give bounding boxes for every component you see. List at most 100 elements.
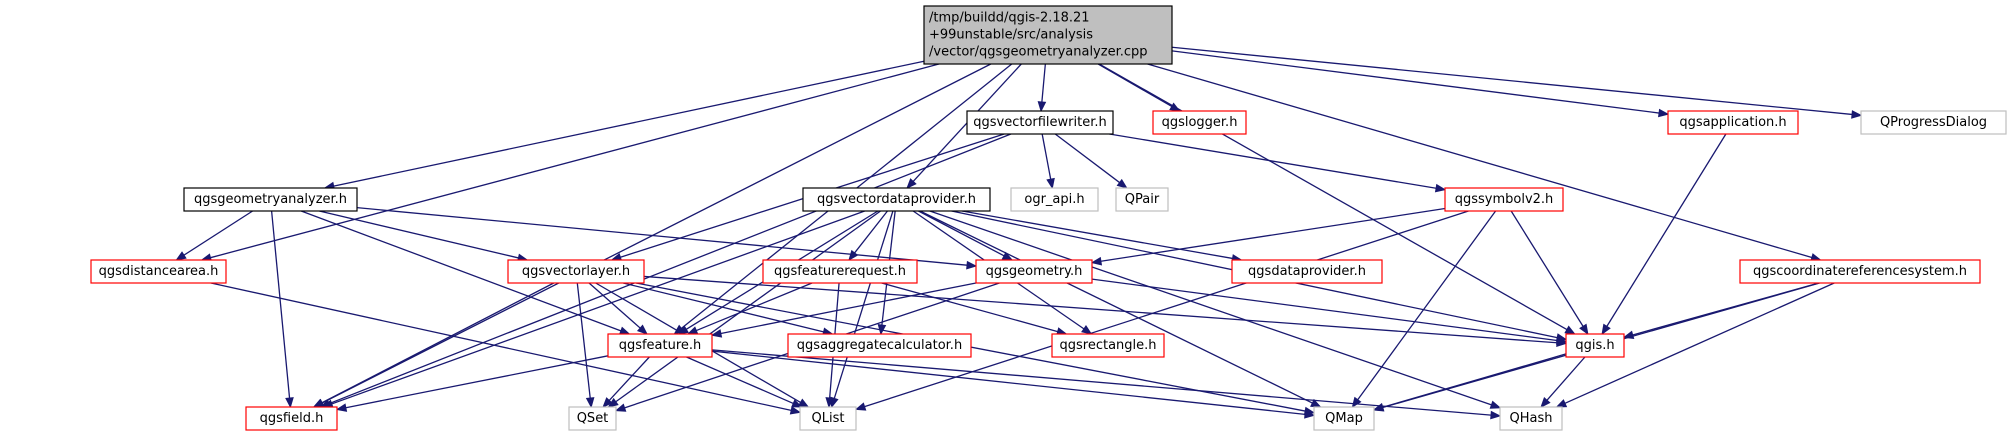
node-qpair[interactable]: QPair [1115, 187, 1169, 212]
edge-geometryanalyzer-to-vectorlayer [319, 210, 519, 259]
node-qlist[interactable]: QList [799, 406, 857, 431]
arrowhead-vectorlayer-to-feature [636, 324, 648, 335]
arrowhead-feature-to-qlist [791, 399, 803, 408]
node-label-root-line-3: /vector/qgsgeometryanalyzer.cpp [929, 45, 1148, 60]
node-vectorfilewriter[interactable]: qgsvectorfilewriter.h [966, 110, 1114, 135]
node-box-root[interactable] [923, 5, 1173, 65]
node-box-geometry[interactable] [975, 259, 1093, 284]
node-box-vectorlayer[interactable] [507, 259, 645, 284]
arrowhead-qgis-to-qmap [1372, 402, 1385, 412]
node-box-qmap[interactable] [1313, 406, 1375, 431]
arrowhead-featurerequest-to-feature [686, 326, 699, 335]
node-vectorlayer[interactable]: qgsvectorlayer.h [507, 259, 645, 284]
dependency-edges [175, 46, 1863, 420]
arrowhead-vectorlayer-to-qset [585, 397, 595, 409]
node-logger[interactable]: qgslogger.h [1152, 110, 1247, 135]
node-dataprovider[interactable]: qgsdataprovider.h [1231, 259, 1383, 284]
node-label-feature: qgsfeature.h [619, 338, 702, 353]
node-qprogressdialog[interactable]: QProgressDialog [1860, 110, 2007, 135]
node-box-application[interactable] [1667, 110, 1799, 135]
node-box-distancearea[interactable] [90, 259, 227, 284]
node-symbolv2[interactable]: qgssymbolv2.h [1444, 187, 1564, 212]
node-label-dataprovider: qgsdataprovider.h [1248, 264, 1366, 279]
arrowhead-geometry-to-feature [710, 329, 723, 338]
arrowhead-vectorlayer-to-qlist [797, 398, 810, 408]
node-box-vectordataprovider[interactable] [802, 187, 991, 212]
node-box-crs[interactable] [1739, 259, 1981, 284]
edge-vectorlayer-to-field [321, 282, 555, 404]
node-box-dataprovider[interactable] [1231, 259, 1383, 284]
node-box-vectorfilewriter[interactable] [966, 110, 1114, 135]
node-box-field[interactable] [245, 406, 338, 431]
node-box-qlist[interactable] [799, 406, 857, 431]
arrowhead-symbolv2-to-geometry [1090, 256, 1103, 266]
node-label-distancearea: qgsdistancearea.h [99, 264, 219, 279]
node-crs[interactable]: qgscoordinatereferencesystem.h [1739, 259, 1981, 284]
node-qset[interactable]: QSet [568, 406, 617, 431]
node-root[interactable]: /tmp/buildd/qgis-2.18.21+99unstable/src/… [923, 5, 1173, 65]
arrowhead-qgis-to-qhash [1540, 396, 1551, 409]
node-box-ograpi[interactable] [1010, 187, 1099, 212]
node-label-qprogressdialog: QProgressDialog [1880, 115, 1987, 130]
node-label-qgis: qgis.h [1575, 338, 1614, 353]
edge-root-to-geometryanalyzer [333, 60, 925, 187]
node-ograpi[interactable]: ogr_api.h [1010, 187, 1099, 212]
node-rectangle[interactable]: qgsrectangle.h [1051, 333, 1165, 358]
edge-vectorfilewriter-to-qpair [1054, 133, 1120, 184]
edge-root-to-crs [1147, 63, 1813, 259]
edge-root-to-vectorfilewriter [1041, 63, 1046, 103]
node-qgis[interactable]: qgis.h [1565, 333, 1625, 358]
node-box-rectangle[interactable] [1051, 333, 1165, 358]
arrowhead-vectordataprovider-to-featurerequest [848, 249, 859, 262]
node-box-feature[interactable] [607, 333, 713, 358]
node-qhash[interactable]: QHash [1499, 406, 1563, 431]
edge-feature-to-qset [608, 356, 650, 401]
edge-vectordataprovider-to-qhash [929, 210, 1492, 406]
arrowhead-vectorfilewriter-to-symbolv2 [1434, 183, 1447, 193]
node-label-aggregatecalc: qgsaggregatecalculator.h [797, 338, 962, 353]
node-featurerequest[interactable]: qgsfeaturerequest.h [762, 259, 918, 284]
node-box-qhash[interactable] [1499, 406, 1563, 431]
node-application[interactable]: qgsapplication.h [1667, 110, 1799, 135]
edge-vectorlayer-to-qgis [643, 275, 1558, 344]
edge-feature-to-field [345, 355, 609, 409]
node-box-qprogressdialog[interactable] [1860, 110, 2007, 135]
node-box-featurerequest[interactable] [762, 259, 918, 284]
arrowhead-geometryanalyzer-to-geometry [966, 260, 978, 270]
edge-vectordataprovider-to-geometry [918, 210, 1005, 257]
node-feature[interactable]: qgsfeature.h [607, 333, 713, 358]
arrowhead-distancearea-to-qlist [789, 406, 802, 415]
edge-qgis-to-qmap [1382, 353, 1567, 408]
node-box-symbolv2[interactable] [1444, 187, 1564, 212]
arrowhead-symbolv2-to-qgis [1579, 323, 1589, 336]
node-label-crs: qgscoordinatereferencesystem.h [1753, 264, 1967, 279]
edge-geometryanalyzer-to-distancearea [183, 210, 253, 256]
edge-featurerequest-to-rectangle [881, 282, 1058, 333]
node-box-geometryanalyzer[interactable] [183, 187, 358, 212]
edge-symbolv2-to-qlist [864, 210, 1469, 408]
edge-symbolv2-to-geometry [1100, 207, 1446, 262]
node-box-qset[interactable] [568, 406, 617, 431]
edge-vectordataprovider-to-dataprovider [961, 210, 1233, 260]
node-box-qpair[interactable] [1115, 187, 1169, 212]
node-geometry[interactable]: qgsgeometry.h [975, 259, 1093, 284]
node-geometryanalyzer[interactable]: qgsgeometryanalyzer.h [183, 187, 358, 212]
edge-root-to-field [321, 63, 992, 404]
node-qmap[interactable]: QMap [1313, 406, 1375, 431]
node-box-qgis[interactable] [1565, 333, 1625, 358]
node-box-aggregatecalc[interactable] [787, 333, 972, 358]
edge-vectorlayer-to-feature [588, 282, 641, 329]
node-aggregatecalc[interactable]: qgsaggregatecalculator.h [787, 333, 972, 358]
node-label-symbolv2: qgssymbolv2.h [1455, 192, 1554, 207]
node-vectordataprovider[interactable]: qgsvectordataprovider.h [802, 187, 991, 212]
arrowhead-symbolv2-to-qlist [854, 402, 867, 411]
node-label-logger: qgslogger.h [1162, 115, 1238, 130]
node-box-logger[interactable] [1152, 110, 1247, 135]
arrowhead-root-to-qgis [1564, 325, 1576, 335]
edge-symbolv2-to-qmap [1357, 210, 1497, 401]
arrowhead-vectorfilewriter-to-qpair [1116, 178, 1128, 189]
node-distancearea[interactable]: qgsdistancearea.h [90, 259, 227, 284]
node-field[interactable]: qgsfield.h [245, 406, 338, 431]
edge-vectordataprovider-to-qmap [919, 210, 1313, 404]
node-label-vectordataprovider: qgsvectordataprovider.h [817, 192, 976, 207]
